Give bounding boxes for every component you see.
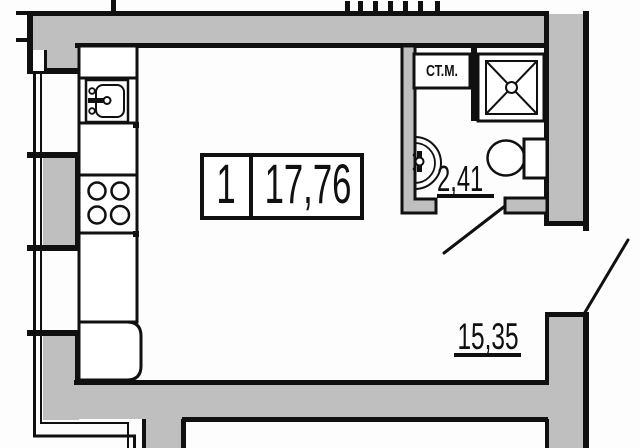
stove-icon	[87, 181, 131, 226]
edge-corner-inner	[75, 333, 79, 385]
wall-right-upper	[547, 14, 586, 223]
window-inner-line	[40, 74, 129, 448]
edge-right-inner	[544, 11, 549, 226]
shower-drain	[505, 81, 518, 94]
edge-rightlower-top	[545, 312, 586, 317]
bathroom-door-jamb	[503, 196, 549, 215]
counter-segment-2	[77, 121, 139, 179]
bathroom-area-underline	[437, 194, 494, 198]
bathroom-area-label: 2,41	[437, 159, 483, 199]
edge-stub-right	[181, 419, 186, 448]
area-labels: 2,41 15,35	[437, 159, 521, 357]
tick-top-6	[418, 1, 423, 13]
wall-bottom-stub	[145, 419, 183, 448]
counter-nub-1	[133, 122, 139, 128]
edge-right-outer-upper	[583, 11, 589, 231]
wall-edges	[27, 11, 589, 448]
burner-3	[87, 205, 107, 225]
room-number: 1	[216, 153, 235, 216]
toilet-bowl	[486, 139, 526, 177]
burner-1	[87, 181, 107, 201]
burner-4	[109, 204, 131, 226]
bathroom-door-swing	[442, 204, 507, 255]
basin-knob-2	[412, 167, 417, 171]
edge-top-outer	[27, 11, 545, 16]
counter-segment-3	[77, 231, 139, 324]
burner-2	[110, 181, 130, 201]
wash-basin-icon	[412, 136, 442, 190]
basin-knob-1	[412, 153, 417, 157]
dimension-ticks	[16, 0, 440, 42]
toilet-tank	[522, 137, 549, 180]
edge-rightbar-bottom	[544, 221, 586, 226]
wall-bottom	[43, 383, 549, 419]
edge-bottomwall-bottom	[182, 417, 548, 422]
kitchen-sink-icon	[84, 78, 130, 124]
edge-bottomwall-top	[74, 380, 548, 385]
counter-nub-2	[133, 231, 139, 237]
basin-faucet-knob	[414, 156, 425, 167]
edge-top-inner	[75, 43, 547, 48]
sink-knob-2	[88, 107, 96, 115]
hall-area-label: 15,35	[457, 316, 518, 357]
edge-stub-left	[142, 419, 146, 448]
tick-top-left	[111, 0, 116, 15]
edge-corner-bottom	[27, 68, 80, 74]
tick-top-5	[403, 1, 408, 13]
bathroom-left-wall	[400, 44, 438, 215]
edge-left-corner	[27, 11, 33, 74]
window-and-balcony	[33, 74, 136, 448]
room-area: 17,76	[265, 153, 352, 216]
toilet-icon	[486, 137, 549, 180]
entrance-door-swing	[582, 238, 630, 316]
edge-pier-bottom	[27, 245, 79, 251]
washing-machine-place	[412, 52, 472, 90]
tick-top-2	[358, 1, 363, 13]
tick-left-2	[16, 38, 29, 42]
refrigerator-icon	[77, 320, 143, 382]
room-label-box: 1 17,76	[200, 153, 364, 220]
edge-pier-right	[75, 152, 79, 251]
edge-rightlower-left	[545, 312, 549, 385]
bathroom-partition	[471, 46, 477, 121]
corner-window-slot	[33, 50, 44, 71]
window-outer-line	[33, 74, 136, 448]
tick-top-3	[373, 1, 378, 13]
sink-faucet-knob	[102, 96, 112, 105]
kitchen	[77, 44, 143, 382]
corner-slot-edge	[44, 50, 47, 71]
label-box-frame	[200, 153, 364, 220]
tick-left-1	[16, 11, 29, 15]
counter-stove-segment	[77, 173, 139, 237]
walls	[28, 14, 586, 448]
wall-left-pier	[43, 157, 75, 246]
washing-machine-label: СТ.М.	[426, 62, 458, 80]
basin-outer-arc	[414, 136, 442, 190]
tick-top-4	[388, 1, 393, 13]
edge-right-outer-lower	[583, 312, 589, 448]
sink-knob-1	[88, 87, 96, 95]
hall-area-underline	[454, 353, 521, 357]
counter-segment-1	[77, 44, 139, 82]
label-box-divider	[249, 155, 253, 218]
edge-pier-top	[27, 152, 79, 158]
doors	[442, 204, 630, 316]
wall-right-lower	[547, 314, 586, 448]
basin-inner-arc	[414, 142, 436, 184]
sink-faucet	[88, 98, 107, 103]
shower-icon	[476, 52, 546, 123]
tick-top-1	[345, 1, 350, 13]
bathroom: СТ.М.	[400, 44, 549, 215]
tick-top-7	[435, 1, 440, 13]
edge-rightlower-left2	[545, 419, 549, 448]
wall-top	[28, 14, 545, 46]
edge-window-end	[27, 330, 79, 336]
